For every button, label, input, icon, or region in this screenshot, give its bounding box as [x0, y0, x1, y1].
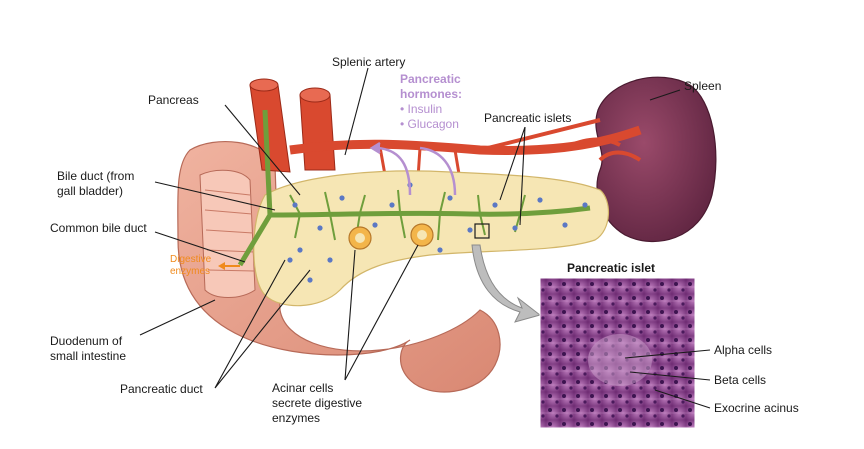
label-acinar-3: enzymes: [272, 411, 320, 425]
spleen-shape: [595, 76, 717, 243]
label-pancreas: Pancreas: [148, 93, 199, 107]
label-splenic-artery: Splenic artery: [332, 55, 405, 69]
label-acinar-2: secrete digestive: [272, 396, 362, 410]
label-digestive-2: enzymes: [170, 266, 210, 277]
label-alpha-cells: Alpha cells: [714, 343, 772, 357]
zoom-arrow: [471, 244, 542, 323]
hormones-title-line1: Pancreatic: [400, 72, 461, 86]
label-digestive-1: Digestive: [170, 254, 212, 265]
inset-title: Pancreatic islet: [567, 261, 655, 275]
islet-highlight-box: [474, 223, 490, 239]
enzyme-arrow-head: [218, 262, 225, 270]
splenic-artery-shape: [249, 78, 642, 181]
label-exocrine-acinus: Exocrine acinus: [714, 401, 799, 415]
label-beta-cells: Beta cells: [714, 373, 766, 387]
label-common-bile-duct: Common bile duct: [50, 221, 147, 235]
label-pancreatic-islets: Pancreatic islets: [484, 111, 571, 125]
islet-region: [588, 334, 652, 386]
label-duodenum-2: small intestine: [50, 349, 126, 363]
hormones-title-line2: hormones:: [400, 87, 462, 101]
label-spleen: Spleen: [684, 79, 721, 93]
leader-lines: [139, 67, 711, 409]
hormone-insulin: • Insulin: [400, 102, 442, 116]
label-acinar-1: Acinar cells: [272, 381, 333, 395]
hormone-glucagon: • Glucagon: [400, 117, 459, 131]
label-bile-duct-2: gall bladder): [57, 184, 123, 198]
acinar-cluster-shape: [348, 223, 434, 250]
hormone-arrows: [369, 141, 457, 196]
label-duodenum-1: Duodenum of: [50, 334, 123, 348]
label-pancreatic-duct: Pancreatic duct: [120, 382, 203, 396]
label-bile-duct-1: Bile duct (from: [57, 169, 134, 183]
